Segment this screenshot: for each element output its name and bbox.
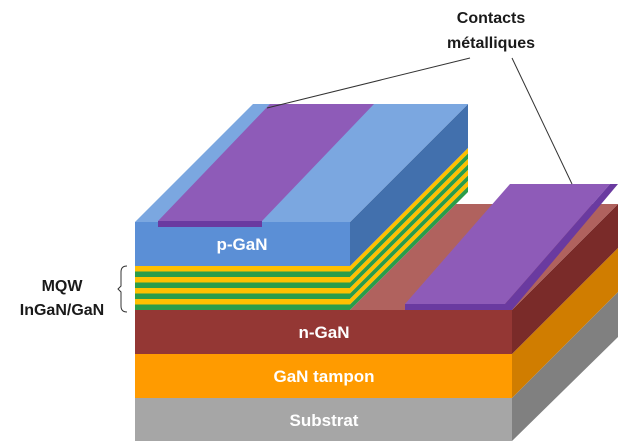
mqw-front-stripe [135,304,350,310]
mqw-front-stripe [135,271,350,277]
substrat-side [512,292,618,441]
mqw-side-stripe [350,181,468,305]
n-gan-label: n-GaN [299,323,350,342]
contact-n-top [405,184,610,304]
leader-line-n [511,57,573,185]
mqw-layer [135,148,468,310]
contact-n [405,184,618,310]
gan-tampon-layer [135,248,618,398]
contacts-label-line2: métalliques [447,35,535,52]
p-gan-side [350,104,468,266]
gan-tampon-front [135,354,512,398]
gan-tampon-label: GaN tampon [273,367,374,386]
mqw-front-stripe [135,266,350,272]
leader-line-p [266,57,471,109]
mqw-front-stripe [135,282,350,288]
substrat-layer [135,292,618,441]
mqw-side-stripe [350,159,468,283]
n-gan-front [135,310,512,354]
mqw-label-line2: InGaN/GaN [20,302,104,319]
mqw-front-stripe [135,288,350,294]
substrat-front [135,398,512,441]
p-gan-label: p-GaN [217,235,268,254]
mqw-label-line1: MQW [42,278,84,295]
contacts-label-line1: Contacts [457,10,526,27]
n-gan-side [512,204,618,354]
mqw-side-stripe [350,153,468,277]
mqw-side-stripe [350,170,468,294]
contact-p-top [158,104,374,221]
mqw-side-stripe [350,164,468,288]
mqw-bracket [117,265,128,313]
mqw-front-stripe [135,293,350,299]
mqw-front-stripe [135,277,350,283]
substrat-label: Substrat [290,411,359,430]
contact-n-side [505,184,618,310]
p-gan-front [135,222,350,266]
mqw-side-stripes [350,148,468,310]
contact-p [158,104,374,227]
mqw-side-stripe [350,148,468,272]
mqw-side-stripe [350,186,468,310]
contact-n-front [405,304,505,310]
gan-tampon-side [512,248,618,398]
contact-p-edge [158,221,262,227]
mqw-front-stripes [135,266,350,310]
mqw-front-stripe [135,299,350,305]
mqw-side-stripe [350,175,468,299]
